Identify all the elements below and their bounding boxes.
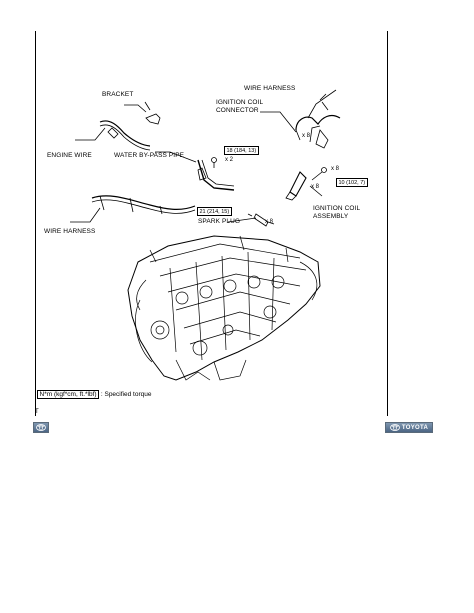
ignition-coil-connector-label-1: IGNITION COIL	[216, 99, 264, 106]
engine-wire-label: ENGINE WIRE	[47, 152, 92, 159]
ignition-coil-assembly-label-1: IGNITION COIL	[313, 205, 361, 212]
torque-spec-spark-plug: 21 (214, 15)	[197, 207, 232, 216]
wire-harness-top-part	[295, 114, 341, 131]
ignition-coil-connector-label-2: CONNECTOR	[216, 107, 259, 114]
bracket-label: BRACKET	[102, 91, 134, 98]
back-button[interactable]	[33, 422, 49, 433]
qty-spark-plug: x 8	[265, 219, 274, 225]
wire-harness-label-left: WIRE HARNESS	[44, 228, 96, 235]
bracket-part	[145, 113, 161, 125]
exploded-parts-diagram	[70, 89, 341, 381]
qty-coil-bolt: x 8	[331, 166, 340, 172]
torque-legend-unit: N*m (kgf*cm, ft.*lbf)	[37, 390, 100, 399]
spark-plug-part	[253, 213, 269, 227]
wire-harness-label-top: WIRE HARNESS	[244, 85, 296, 92]
spark-plug-label: SPARK PLUG	[198, 218, 241, 225]
water-bypass-pipe-part	[197, 159, 235, 191]
torque-spec-coil-bolt: 10 (102, 7)	[336, 178, 368, 187]
qty-connector: x 8	[302, 133, 311, 139]
toyota-logo-icon	[36, 424, 46, 431]
torque-spec-bypass-bolt: 18 (184, 13)	[224, 146, 259, 155]
toyota-emblem-icon	[389, 424, 400, 431]
qty-bypass-bolt: x 2	[225, 157, 234, 163]
water-bypass-pipe-label: WATER BY-PASS PIPE	[114, 152, 185, 159]
qty-coil: x 8	[311, 184, 320, 190]
home-button-label: TOYOTA	[401, 424, 429, 431]
ignition-coil-assembly-part	[289, 171, 307, 197]
left-frame-line	[35, 31, 36, 416]
engine-block-illustration	[127, 235, 321, 381]
wire-harness-part	[91, 195, 196, 210]
figure-code: T	[35, 409, 39, 415]
toyota-home-button[interactable]: TOYOTA	[385, 422, 433, 433]
ignition-coil-assembly-label-2: ASSEMBLY	[313, 213, 349, 220]
right-frame-line	[387, 31, 388, 416]
engine-wire-part	[99, 120, 151, 147]
torque-legend: N*m (kgf*cm, ft.*lbf) : Specified torque	[37, 390, 152, 399]
torque-legend-text: : Specified torque	[100, 391, 152, 398]
